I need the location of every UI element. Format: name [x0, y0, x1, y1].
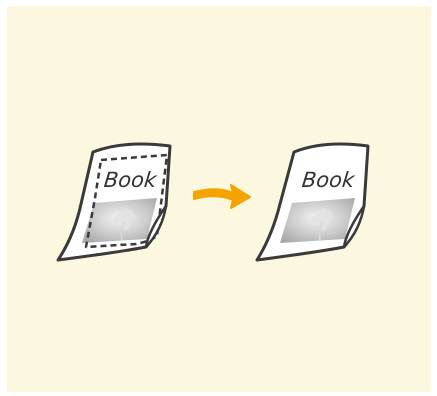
source-document: [58, 144, 170, 260]
result-document-label: Book: [301, 168, 356, 192]
source-document-label: Book: [103, 168, 158, 192]
arrow-icon: [194, 185, 250, 208]
result-document: [257, 144, 368, 260]
